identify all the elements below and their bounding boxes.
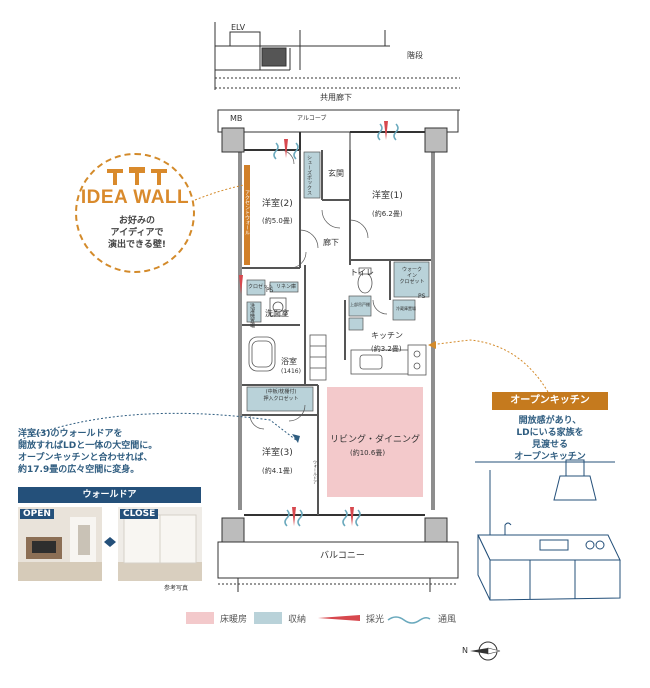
western2-size: (約5.0畳): [262, 217, 293, 225]
open-kitchen-line3: 見渡せる: [531, 440, 568, 450]
kitchen-illustration: [475, 459, 621, 601]
floor-heating-area: [327, 387, 423, 497]
open-tag: OPEN: [20, 509, 54, 519]
entrance-label: 玄関: [328, 169, 344, 178]
balcony-label: バルコニー: [320, 551, 365, 561]
open-kitchen-description: 開放感があり、 LDにいる家族を 見渡せる オープンキッチン: [492, 415, 608, 463]
open-room-image: [18, 507, 102, 581]
western3-note: 洋室(3)のウォールドアを 開放すればLDと一体の大空間に。 オープンキッチンと…: [18, 428, 208, 476]
kitchen-size: (約3.2畳): [371, 345, 402, 353]
legend-swatches: [186, 612, 431, 624]
photo-caption: 参考写真: [164, 585, 189, 592]
western2-name: 洋室(2): [262, 199, 293, 209]
western3-note-line2: 開放すればLDと一体の大空間に。: [18, 441, 158, 451]
elevator-stairs-area: [214, 22, 460, 90]
corridor-label: 共用廊下: [320, 93, 352, 102]
tools-icon: [107, 167, 167, 185]
open-kitchen-line2: LDにいる家族を: [516, 428, 584, 438]
open-kitchen-line1: 開放感があり、: [518, 416, 582, 426]
western3-size: (約4.1畳): [262, 467, 293, 475]
compass-north-label: N: [462, 646, 468, 655]
legend-daylight: 採光: [366, 615, 385, 625]
shoes-box-label: シューズボックス: [306, 155, 312, 195]
legend-floor-heating: 床暖房: [220, 615, 248, 625]
closet2-line2: 押入クロゼット: [263, 396, 299, 402]
wic-label: ウォーク イン クロゼット: [395, 267, 429, 285]
washer-label: 洗濯機置場: [249, 303, 255, 328]
fridge-space-label: 冷蔵庫置場: [396, 306, 416, 311]
wall-door-vertical-label: ウォールドア: [313, 460, 318, 484]
living-size: (約10.6畳): [350, 449, 386, 457]
western1-size: (約6.2畳): [372, 210, 403, 218]
idea-wall-line3: 演出できる壁!: [108, 240, 166, 250]
open-kitchen-line4: オープンキッチン: [514, 452, 586, 462]
western3-name: 洋室(3): [262, 448, 293, 458]
linen-label: リネン庫: [276, 284, 297, 290]
idea-wall-description: お好みの アイディアで 演出できる壁!: [87, 215, 187, 251]
elv-label: ELV: [231, 23, 246, 32]
alcove-label: アルコーブ: [297, 115, 327, 122]
idea-wall-line2: アイディアで: [110, 228, 164, 238]
compass-icon: [470, 641, 501, 661]
ps-label-2: PS: [266, 287, 274, 294]
idea-wall-leader: [194, 184, 245, 201]
legend-ventilation: 通風: [438, 615, 457, 625]
living-name: リビング・ダイニング: [330, 435, 421, 445]
closet2-line1: (中板/枕棚付): [265, 389, 297, 395]
open-close-arrow-icon: [104, 537, 116, 547]
hall-label: 廊下: [323, 238, 339, 247]
bath-size: (1416): [281, 368, 301, 375]
wic-label-line2: イン: [406, 273, 417, 279]
close-room-image: [118, 507, 202, 581]
accent-wall: [244, 165, 250, 265]
ventilation-marks: [273, 123, 399, 527]
bath-name: 浴室: [281, 357, 297, 366]
kitchen-name: キッチン: [371, 331, 403, 340]
western3-note-line1: 洋室(3)のウォールドアを: [18, 429, 123, 439]
mb-label: MB: [230, 114, 243, 123]
wall-door-title: ウォールドア: [18, 487, 201, 503]
wic-label-line3: クロゼット: [399, 279, 425, 285]
toilet-label: トイレ: [350, 268, 374, 277]
western3-note-line4: 約17.9畳の広々空間に変身。: [18, 465, 140, 475]
upper-cabinet-label: 上部吊戸棚: [350, 302, 370, 307]
idea-wall-title: IDEA WALL: [80, 187, 190, 208]
closet-label: クロゼット: [248, 284, 274, 290]
western1-name: 洋室(1): [372, 191, 403, 201]
close-tag: CLOSE: [120, 509, 159, 519]
fixtures: [248, 267, 427, 381]
daylight-arrows: [239, 121, 388, 526]
idea-wall-badge: IDEA WALL お好みの アイディアで 演出できる壁!: [75, 153, 195, 273]
washroom-label: 洗面室: [265, 309, 289, 318]
wic-label-line1: ウォーク: [401, 267, 422, 273]
interior-walls: [242, 150, 431, 515]
ps-label-1: PS: [418, 293, 426, 300]
legend-storage: 収納: [288, 615, 307, 625]
photo-open: OPEN: [18, 507, 102, 581]
accent-wall-label: アクセントウォール: [244, 190, 250, 235]
storage-areas: [246, 151, 430, 412]
door-swings: [249, 149, 388, 430]
western3-note-line3: オープンキッチンと合わせれば、: [18, 453, 153, 463]
open-kitchen-title: オープンキッチン: [492, 392, 608, 410]
closet2-label: (中板/枕棚付) 押入クロゼット: [250, 389, 312, 403]
photo-close: CLOSE: [118, 507, 202, 581]
idea-wall-line1: お好みの: [118, 216, 155, 226]
balcony-lines: [237, 578, 431, 592]
open-kitchen-leader: [429, 339, 549, 393]
stairs-label: 階段: [407, 51, 423, 60]
